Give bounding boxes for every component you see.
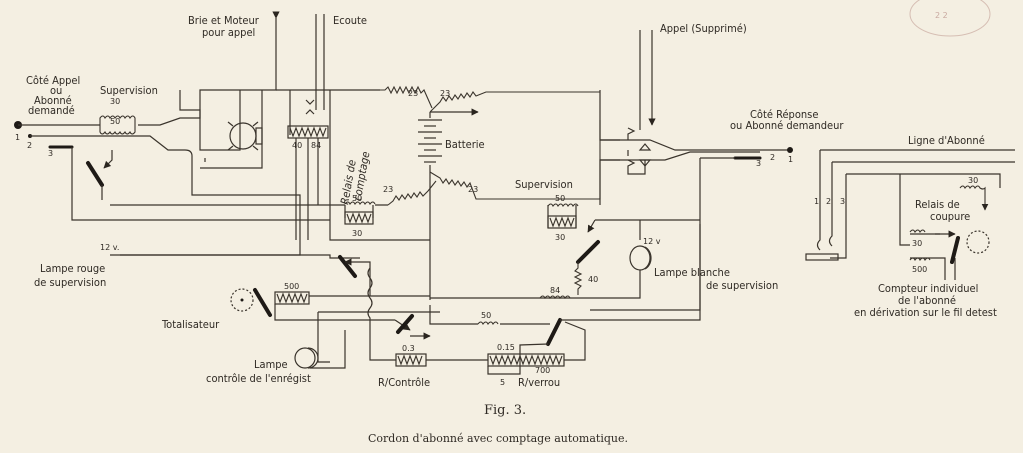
- totalizer-wheel-icon: [230, 288, 254, 312]
- sup-right-50-value: 50: [555, 194, 565, 203]
- batt-r3-value: 23: [383, 185, 393, 194]
- batt-r4-value: 23: [468, 185, 478, 194]
- red-lamp-label-2: de supervision: [34, 276, 106, 289]
- r-500-tot-value: 500: [284, 282, 299, 291]
- sup-left-bottom-value: 50: [110, 117, 120, 126]
- r-50-value: 50: [481, 311, 491, 320]
- r-700-value: 700: [535, 366, 550, 375]
- compteur-30-value: 30: [912, 239, 922, 248]
- r-controle-label: R/Contrôle: [378, 376, 430, 389]
- terminal-left-2: 2: [27, 141, 32, 150]
- top-feeds: [272, 11, 656, 130]
- r-015-value: 0.15: [497, 343, 515, 352]
- battery-label: Batterie: [445, 138, 485, 151]
- cote-appel-label: Côté Appel: [26, 74, 80, 87]
- subscriber-line: [805, 149, 1015, 280]
- counting-circuit: [110, 224, 701, 375]
- control-lamp-icon: [294, 347, 316, 369]
- white-lamp-icon: [629, 245, 651, 271]
- compteur-label-2: de l'abonné: [898, 294, 956, 307]
- cote-appel-abonne: Abonné: [34, 94, 72, 107]
- r-5-value: 5: [500, 378, 505, 387]
- coil-50-left-value: 50: [352, 194, 362, 203]
- r-verrou-label: R/verrou: [518, 376, 560, 389]
- compteur-500-value: 500: [912, 265, 927, 274]
- control-lamp-label: Lampe: [254, 358, 288, 371]
- lamp-rouge-voltage: 12 v.: [100, 243, 119, 252]
- supervision-right-label: Supervision: [515, 178, 573, 191]
- subscriber-counter-wheel-icon: [966, 230, 990, 254]
- figure-number: Fig. 3.: [484, 403, 526, 418]
- cote-appel-demande: demandé: [28, 104, 75, 117]
- appel-supprime-label: Appel (Supprimé): [660, 22, 747, 35]
- white-lamp-label: Lampe blanche: [654, 266, 730, 279]
- sup-left-top-value: 30: [110, 97, 120, 106]
- relay-40-value: 40: [292, 141, 302, 150]
- relais-coupure-label: Relais de: [915, 198, 960, 211]
- right-terminal-1: [787, 147, 793, 153]
- sup-right-30-value: 30: [555, 233, 565, 242]
- battery-motor-label: Brie et Moteur: [188, 14, 260, 27]
- ecoute-label: Ecoute: [333, 14, 367, 27]
- terminal-line-1: 1: [814, 197, 819, 206]
- red-lamp-label: Lampe rouge: [40, 262, 105, 275]
- terminal-line-2: 2: [826, 197, 831, 206]
- battery-motor-label-2: pour appel: [202, 26, 255, 39]
- totalizer-label: Totalisateur: [161, 318, 220, 331]
- terminal-right-3: 3: [756, 159, 761, 168]
- central-block: [110, 85, 620, 300]
- svg-text:2 2: 2 2: [935, 11, 948, 20]
- batt-r2-value: 23: [440, 89, 450, 98]
- control-lamp-label-2: contrôle de l'enrégist: [206, 372, 311, 385]
- r-84-value: 84: [550, 286, 560, 295]
- cote-reponse-label: Côté Réponse: [750, 108, 818, 121]
- magneto-icon: [229, 122, 257, 150]
- r-40-value: 40: [588, 275, 598, 284]
- lamp-blanche-voltage: 12 v: [643, 237, 661, 246]
- relais-coupure-label-2: coupure: [930, 210, 970, 223]
- supervision-left-label: Supervision: [100, 84, 158, 97]
- terminal-left-3: 3: [48, 149, 53, 158]
- labels: Brie et Moteur pour appel Ecoute Appel (…: [15, 14, 997, 445]
- batt-r1-value: 23: [408, 89, 418, 98]
- relay-84-value: 84: [311, 141, 321, 150]
- cote-reponse-label-2: ou Abonné demandeur: [730, 119, 844, 132]
- coupure-30-value: 30: [968, 176, 978, 185]
- supervision-right: [430, 203, 700, 300]
- cote-appel-ou: ou: [50, 84, 62, 97]
- terminal-line-3: 3: [840, 197, 845, 206]
- terminal-left-1: 1: [15, 133, 20, 142]
- coil-30-left-value: 30: [352, 229, 362, 238]
- figure-caption: Cordon d'abonné avec comptage automatiqu…: [368, 432, 628, 445]
- compteur-label-3: en dérivation sur le fil detest: [854, 306, 997, 319]
- terminal-right-2: 2: [770, 153, 775, 162]
- terminal-right-1: 1: [788, 155, 793, 164]
- compteur-label: Compteur individuel: [878, 282, 978, 295]
- battery-icon: [418, 119, 442, 163]
- archive-stamp: 2 2: [909, 0, 991, 37]
- r-03-value: 0.3: [402, 344, 415, 353]
- ligne-abonne-label: Ligne d'Abonné: [908, 134, 985, 147]
- white-lamp-label-2: de supervision: [706, 279, 778, 292]
